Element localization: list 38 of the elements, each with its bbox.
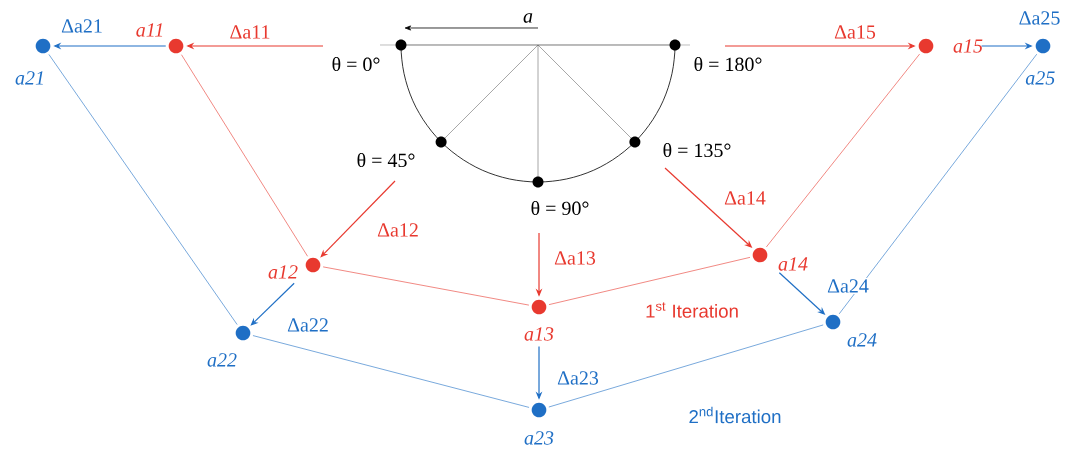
- iteration-label: 1$^{st}$ Iteration: [646, 302, 738, 318]
- connector-line: [252, 335, 530, 408]
- point-label: a12: [268, 265, 298, 279]
- angle-label: θ = 135°: [663, 142, 731, 158]
- angle-label: θ = 45°: [357, 152, 415, 168]
- angle-label: θ = 0°: [332, 56, 380, 72]
- edge-label: Δa25: [1017, 9, 1062, 27]
- edge-label: Δa21: [59, 17, 105, 35]
- connector-line: [838, 53, 1038, 315]
- edge-label: Δa13: [552, 249, 598, 267]
- point-label: a15: [953, 39, 983, 53]
- connector-line: [548, 257, 751, 305]
- connector-line: [548, 324, 824, 408]
- connector-line: [322, 266, 530, 306]
- angle-label: θ = 90°: [531, 200, 589, 216]
- point-label: a21: [15, 71, 43, 85]
- connector-line: [48, 54, 238, 325]
- edge-label: Δa14: [722, 189, 768, 206]
- point-label: a24: [847, 333, 877, 347]
- edge-label: Δa23: [555, 369, 601, 387]
- arrow: [250, 282, 295, 326]
- edge-label: Δa22: [285, 316, 331, 334]
- connector-line: [766, 53, 920, 248]
- edge-label: Δa15: [832, 23, 878, 41]
- point-label: a11: [136, 23, 163, 37]
- point-label: a14: [778, 257, 808, 271]
- angle-label: θ = 180°: [694, 56, 762, 72]
- edge-label: Δa24: [825, 277, 871, 295]
- edge-label: Δa11: [228, 23, 272, 41]
- edge-label: Δa12: [375, 221, 421, 239]
- point-label: a22: [207, 353, 237, 367]
- point-label: a13: [524, 327, 554, 341]
- iteration-label: 2$^{nd}$Iteration: [689, 406, 781, 424]
- arrow: [320, 180, 396, 258]
- point-label: a25: [1025, 71, 1055, 85]
- length-label: a: [523, 13, 533, 23]
- point-label: a23: [524, 431, 554, 445]
- connector-line: [181, 54, 308, 257]
